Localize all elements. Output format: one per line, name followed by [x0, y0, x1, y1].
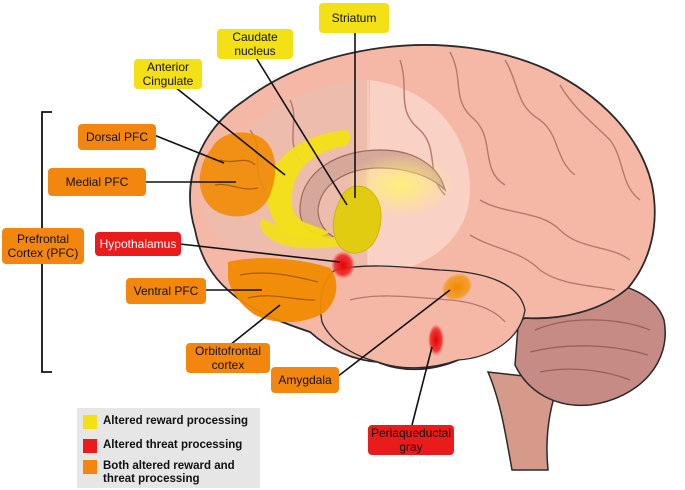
reward-swatch: [83, 415, 97, 429]
legend-item-both: Both altered reward and threat processin…: [83, 460, 253, 486]
label-anterior-cingulate: Anterior Cingulate: [134, 59, 202, 89]
legend-both-text: Both altered reward and threat processin…: [103, 460, 235, 485]
label-dorsal-pfc: Dorsal PFC: [78, 124, 156, 150]
brain-stem: [486, 371, 562, 471]
legend: Altered reward processing Altered threat…: [77, 408, 260, 488]
label-ventral-pfc: Ventral PFC: [126, 278, 206, 304]
label-medial-pfc: Medial PFC: [48, 168, 146, 196]
temporal-lobe: [319, 265, 526, 369]
label-periaqueductal-gray: Periaqueductal gray: [368, 425, 454, 455]
threat-swatch: [83, 439, 97, 453]
label-prefrontal-cortex: Prefrontal Cortex (PFC): [2, 228, 84, 264]
legend-item-reward: Altered reward processing: [83, 415, 248, 429]
label-hypothalamus: Hypothalamus: [95, 232, 181, 256]
label-amygdala: Amygdala: [271, 367, 339, 393]
anterior-cingulate-region: [267, 130, 351, 238]
label-caudate-nucleus: Caudate nucleus: [217, 29, 293, 59]
label-orbitofrontal-cortex: Orbitofrontal cortex: [186, 343, 270, 373]
amygdala-region: [441, 273, 473, 301]
leader-lines: [146, 33, 451, 426]
hypothalamus-region: [331, 251, 355, 279]
legend-reward-text: Altered reward processing: [103, 415, 249, 427]
dorsal-medial-pfc-region: [199, 132, 276, 217]
legend-threat-text: Altered threat processing: [103, 439, 243, 451]
label-striatum: Striatum: [319, 3, 389, 33]
ventral-pfc-region: [228, 258, 337, 323]
both-swatch: [83, 460, 97, 474]
legend-item-threat: Altered threat processing: [83, 439, 242, 453]
